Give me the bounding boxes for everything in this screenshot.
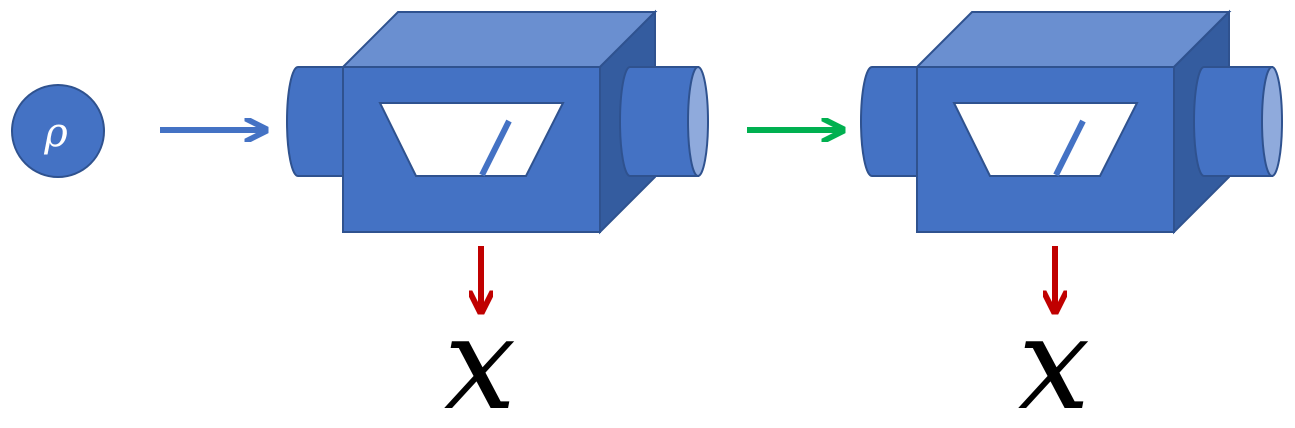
meter-needle-icon bbox=[479, 119, 512, 177]
input-state-label: ρ bbox=[43, 110, 68, 156]
output-label-2: x bbox=[1018, 290, 1090, 428]
measurement-device-2 bbox=[860, 9, 1283, 235]
meter-window-icon bbox=[952, 102, 1139, 177]
measurement-device-1 bbox=[286, 9, 709, 235]
output-label-1: x bbox=[444, 290, 516, 428]
meter-needle-icon bbox=[1053, 119, 1086, 177]
input-state-node: ρ bbox=[11, 84, 105, 178]
meter-window-icon bbox=[378, 102, 565, 177]
